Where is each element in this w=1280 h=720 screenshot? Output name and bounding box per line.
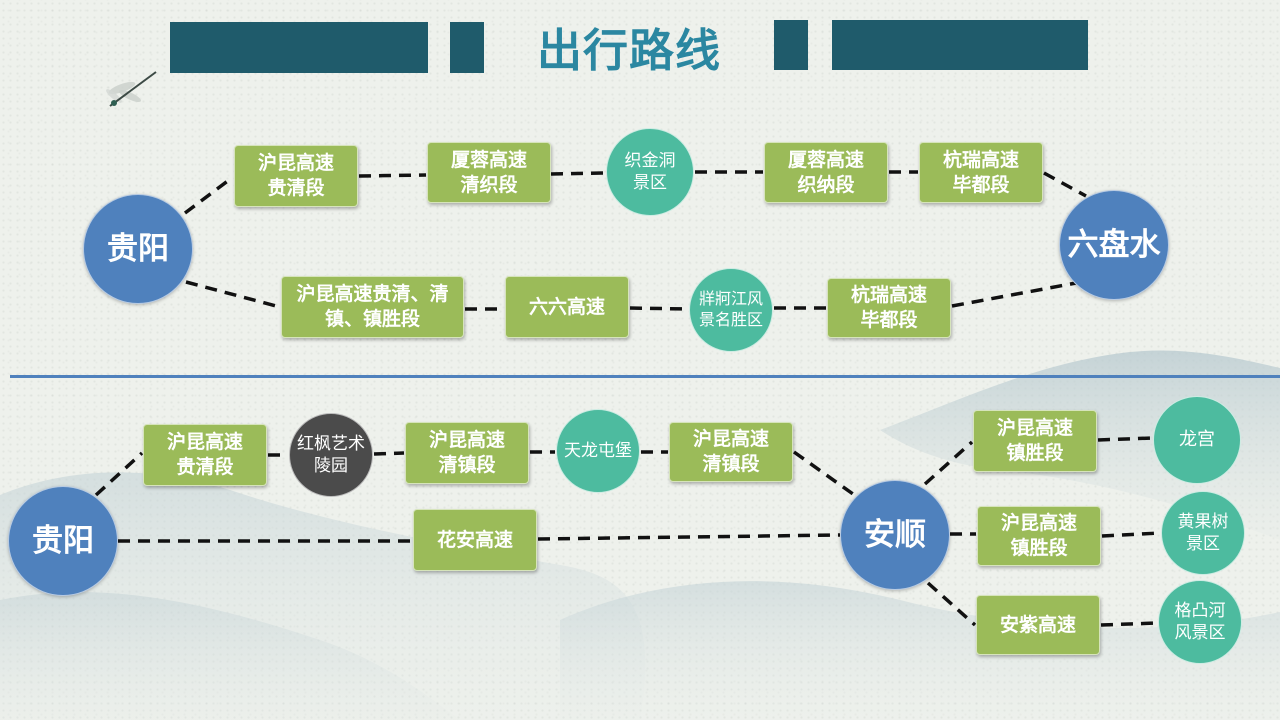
road-segment-hukun-guiqing-zhensheng: 沪昆高速贵清、清 镇、镇胜段 [281, 276, 464, 338]
scenic-spot-getuhe: 格凸河 风景区 [1158, 580, 1242, 664]
road-segment-xiarong-qingzhi: 厦蓉高速 清织段 [427, 142, 551, 203]
route-connector [1100, 621, 1158, 627]
route-connector [537, 533, 841, 541]
city-destination-liupanshui: 六盘水 [1059, 190, 1169, 300]
mountain-shape [0, 592, 460, 720]
road-segment-hukun-qingzhen-2: 沪昆高速 清镇段 [669, 422, 793, 482]
road-segment-hukun-guiqing: 沪昆高速 贵清段 [234, 145, 358, 207]
scenic-spot-longgong: 龙宫 [1153, 396, 1241, 484]
route-connector [94, 451, 144, 497]
city-hub-anshun: 安顺 [840, 480, 950, 590]
road-segment-huaan: 花安高速 [413, 509, 537, 571]
scenic-spot-huangguoshu: 黄果树 景区 [1161, 491, 1245, 575]
header-square-right [774, 20, 808, 70]
city-origin-guiyang-2: 贵阳 [8, 486, 118, 596]
route-connector [183, 175, 235, 215]
page-title: 出行路线 [536, 23, 721, 77]
header-square-left [450, 22, 484, 73]
route-connector [951, 281, 1077, 308]
road-segment-hukun-zhensheng-2: 沪昆高速 镇胜段 [977, 506, 1101, 566]
road-segment-hukun-qingzhen: 沪昆高速 清镇段 [405, 422, 529, 484]
road-segment-liuliu: 六六高速 [505, 276, 629, 338]
scenic-spot-tianlong-tunpu: 天龙屯堡 [556, 409, 640, 493]
route-connector [550, 171, 606, 176]
memorial-hongfeng-art-cemetery: 红枫艺术 陵园 [289, 413, 373, 497]
scenic-spot-zangkejiang: 牂牁江风 景名胜区 [689, 268, 773, 352]
road-segment-hukun-zhensheng-1: 沪昆高速 镇胜段 [973, 410, 1097, 472]
mountain-shape [560, 581, 1280, 720]
route-connector [1097, 436, 1153, 442]
route-connector [629, 306, 689, 311]
road-segment-anzi: 安紫高速 [976, 595, 1100, 655]
road-segment-hangrui-bidu: 杭瑞高速 毕都段 [919, 142, 1043, 203]
route-connector [373, 451, 405, 456]
route-connector [923, 440, 974, 486]
scenic-spot-zhijindong: 织金洞 景区 [606, 128, 694, 216]
route-connector [358, 173, 427, 178]
road-segment-hangrui-bidu-lower: 杭瑞高速 毕都段 [827, 278, 951, 338]
header-bar-right [832, 20, 1088, 70]
road-segment-hukun-guiqing-2: 沪昆高速 贵清段 [143, 424, 267, 486]
dragonfly-icon [106, 71, 157, 107]
city-origin-guiyang: 贵阳 [83, 194, 193, 304]
road-segment-xiarong-zhina: 厦蓉高速 织纳段 [764, 142, 888, 203]
route-connector [792, 450, 855, 496]
route-connector [926, 581, 977, 627]
route-connector [1043, 171, 1087, 198]
route-connector [185, 280, 281, 309]
section-divider [10, 375, 1280, 378]
route-connector [1101, 531, 1161, 538]
header-bar-left [170, 22, 428, 73]
